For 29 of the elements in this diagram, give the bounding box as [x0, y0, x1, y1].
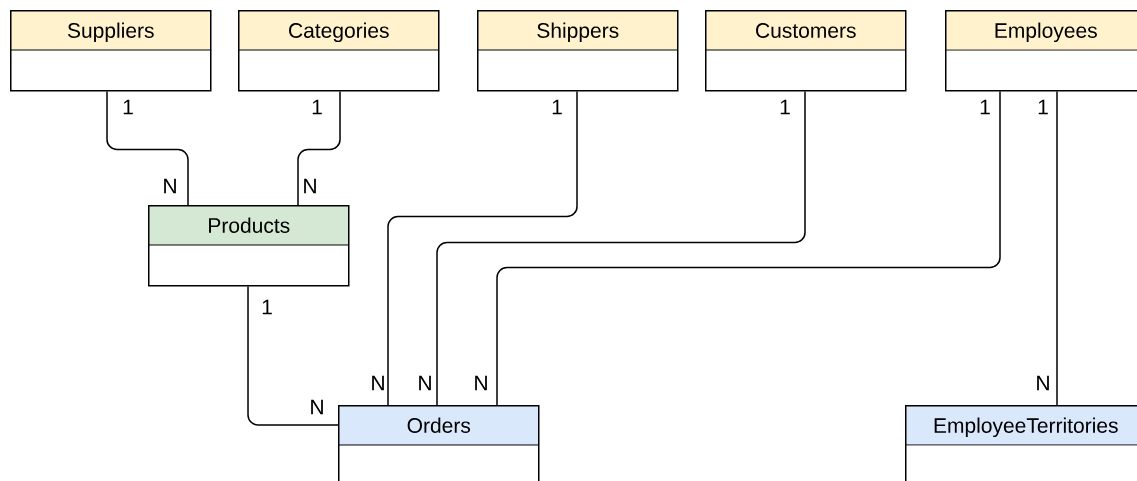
table-box: EmployeeTerritories — [904, 405, 1137, 481]
cardinality-label: N — [304, 178, 316, 194]
cardinality-label: 1 — [780, 99, 790, 115]
cardinality-label: N — [419, 375, 431, 391]
cardinality-label: N — [311, 399, 323, 415]
connector-line — [1056, 90, 1058, 406]
cardinality-label: N — [164, 178, 176, 194]
table-box: Orders — [337, 405, 540, 481]
cardinality-label: 1 — [262, 299, 272, 315]
cardinality-label: 1 — [312, 99, 322, 115]
connector-line — [436, 90, 806, 406]
connector-line — [247, 285, 339, 426]
connector-line — [387, 90, 578, 406]
table-box: Categories — [237, 10, 440, 92]
cardinality-label: 1 — [1038, 99, 1048, 115]
cardinality-label: 1 — [123, 99, 133, 115]
cardinality-label: N — [1037, 375, 1049, 391]
connector-line — [106, 90, 189, 206]
table-box: Suppliers — [9, 10, 212, 92]
table-box: Employees — [944, 10, 1137, 92]
cardinality-label: N — [475, 375, 487, 391]
cardinality-label: N — [372, 375, 384, 391]
table-box: Products — [147, 205, 350, 287]
connector-line — [496, 90, 1001, 406]
cardinality-label: 1 — [980, 99, 990, 115]
cardinality-label: 1 — [552, 99, 562, 115]
table-box: Shippers — [476, 10, 679, 92]
table-box: Customers — [704, 10, 907, 92]
connector-line — [297, 90, 341, 206]
